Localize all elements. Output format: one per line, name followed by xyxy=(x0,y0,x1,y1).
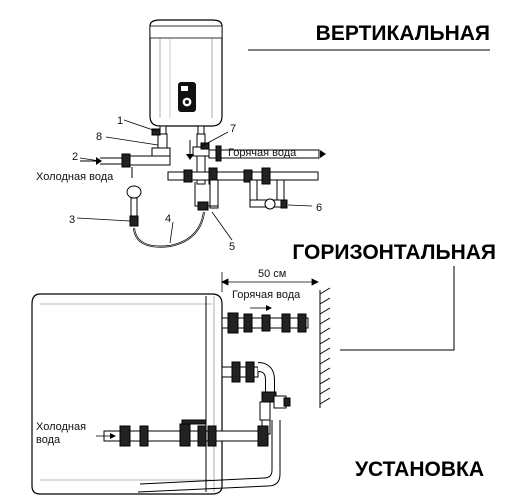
callout-5: 5 xyxy=(229,241,235,253)
heading-horizontal-connector xyxy=(340,266,455,351)
label-cold-water-horizontal-2: вода xyxy=(36,434,61,446)
label-cold-water-vertical: Холодная вода xyxy=(36,171,114,183)
cold-inlet-assembly xyxy=(100,128,171,178)
label-distance: 50 см xyxy=(258,268,286,280)
hot-outlet-assembly xyxy=(192,133,320,185)
callout-3: 3 xyxy=(69,214,75,226)
callout-4: 4 xyxy=(165,213,171,225)
label-hot-water-horizontal: Горячая вода xyxy=(232,289,301,301)
label-hot-water-vertical: Горячая вода xyxy=(228,147,297,159)
hot-outlet-horizontal xyxy=(221,312,309,334)
drain-hose xyxy=(137,420,281,493)
callout-6: 6 xyxy=(316,202,322,214)
horizontal-heater xyxy=(31,293,223,495)
distance-dimension xyxy=(221,272,319,292)
callout-2: 2 xyxy=(72,151,78,163)
heading-vertical: ВЕРТИКАЛЬНАЯ xyxy=(316,22,490,45)
heading-installation: УСТАНОВКА xyxy=(355,458,484,481)
callout-7: 7 xyxy=(230,123,236,135)
label-cold-water-horizontal-1: Холодная xyxy=(36,421,86,433)
wall xyxy=(319,287,331,408)
vertical-heater xyxy=(149,19,223,135)
callout-1: 1 xyxy=(117,115,123,127)
cold-supply-pipe xyxy=(103,419,269,447)
callout-8: 8 xyxy=(96,131,102,143)
heading-horizontal: ГОРИЗОНТАЛЬНАЯ xyxy=(292,241,496,264)
shower-assembly xyxy=(126,185,205,248)
vertical-distribution-pipes xyxy=(167,167,319,211)
